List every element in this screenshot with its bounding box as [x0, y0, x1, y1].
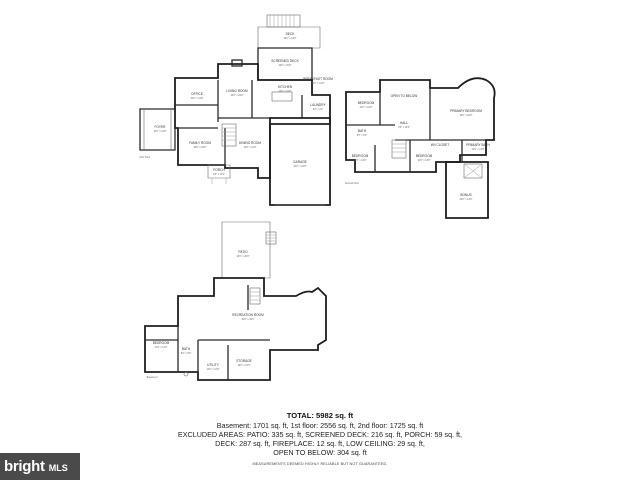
excluded-areas-1: EXCLUDED AREAS: PATIO: 335 sq. ft, SCREE…: [177, 430, 463, 439]
floor-plans: DECK 16'0" x 19'0" SCREENED DECK 16'0" x…: [139, 14, 496, 381]
logo-suffix: MLS: [48, 463, 68, 473]
logo-brand: bright: [4, 458, 45, 475]
svg-text:4'0" x 14'0": 4'0" x 14'0": [398, 126, 410, 129]
svg-text:12'0" x 13'0": 12'0" x 13'0": [417, 159, 430, 162]
patio-outline: [221, 221, 271, 279]
utility-label: UTILITY: [207, 363, 220, 367]
svg-text:6'0" x 10'0": 6'0" x 10'0": [213, 173, 225, 176]
basement-walls: [144, 277, 327, 381]
svg-text:16'0" x 19'0": 16'0" x 19'0": [283, 37, 296, 40]
patio-label: PATIO: [238, 250, 248, 254]
hall-label: HALL: [400, 121, 408, 125]
svg-text:14'0" x 14'0": 14'0" x 14'0": [243, 146, 256, 149]
dining-room-label: DINING ROOM: [239, 141, 261, 145]
svg-text:8'0" x 9'0": 8'0" x 9'0": [181, 352, 192, 355]
first-floor-stairs: [221, 123, 237, 147]
kitchen-label: KITCHEN: [278, 85, 293, 89]
garage-label: GARAGE: [293, 160, 307, 164]
primary-bath-label: PRIMARY BATH: [466, 143, 490, 147]
svg-text:11'0" x 12'0": 11'0" x 12'0": [155, 346, 168, 349]
first-floor-caption: First Floor: [140, 156, 151, 159]
open-to-below-label: OPEN TO BELOW: [391, 94, 418, 98]
basement-bath-label: BATH: [182, 347, 191, 351]
svg-text:32'0" x 36'0": 32'0" x 36'0": [241, 318, 254, 321]
breakfast-room-label: BREAKFAST ROOM: [303, 77, 333, 81]
svg-text:10'0" x 14'0": 10'0" x 14'0": [153, 130, 166, 133]
bonus-room-walls: [445, 161, 489, 219]
svg-text:12'0" x 14'0": 12'0" x 14'0": [459, 198, 472, 201]
bedroom-3-label: BEDROOM: [416, 154, 433, 158]
second-floor-plan: BEDROOM 12'0" x 13'0" OPEN TO BELOW PRIM…: [345, 77, 496, 219]
svg-text:12'0" x 12'0": 12'0" x 12'0": [353, 159, 366, 162]
bath-label: BATH: [358, 129, 367, 133]
closet-label: W/I CLOSET: [431, 143, 449, 147]
svg-text:16'0" x 20'0": 16'0" x 20'0": [459, 114, 472, 117]
bedroom-label: BEDROOM: [358, 101, 375, 105]
recreation-room-label: RECREATION ROOM: [232, 313, 264, 317]
living-room-label: LIVING ROOM: [226, 89, 248, 93]
primary-bedroom-label: PRIMARY BEDROOM: [450, 109, 482, 113]
svg-text:12'0" x 14'0": 12'0" x 14'0": [471, 148, 484, 151]
disclaimer: MEASUREMENTS DEEMED HIGHLY RELIABLE BUT …: [252, 462, 388, 466]
svg-text:14'0" x 16'0": 14'0" x 16'0": [278, 90, 291, 93]
basement-bedroom-label: BEDROOM: [153, 341, 170, 345]
svg-text:18'0" x 20'0": 18'0" x 20'0": [193, 146, 206, 149]
garage-walls: [269, 117, 331, 206]
bedroom-2-label: BEDROOM: [352, 154, 369, 158]
excluded-areas-2: DECK: 287 sq. ft, FIREPLACE: 12 sq. ft, …: [215, 439, 425, 448]
second-floor-stairs: [391, 139, 407, 159]
svg-text:8'0" x 9'0": 8'0" x 9'0": [313, 108, 324, 111]
basement-caption: Basement: [147, 376, 158, 379]
svg-text:12'0" x 13'0": 12'0" x 13'0": [359, 106, 372, 109]
svg-text:8'0" x 9'0": 8'0" x 9'0": [357, 134, 368, 137]
bonus-label: BONUS: [460, 193, 471, 197]
excluded-areas-3: OPEN TO BELOW: 304 sq. ft: [273, 448, 367, 457]
svg-text:10'0" x 12'0": 10'0" x 12'0": [190, 97, 203, 100]
floor-areas: Basement: 1701 sq. ft, 1st floor: 2556 s…: [216, 421, 424, 430]
deck-label: DECK: [286, 32, 296, 36]
second-floor-caption: Second Floor: [345, 182, 359, 185]
porch-label: PORCH: [213, 168, 225, 172]
foyer-label: FOYER: [155, 125, 167, 129]
deck-outline: [257, 26, 321, 49]
porch-outline: [207, 164, 231, 179]
bright-mls-logo: bright MLS: [0, 453, 80, 480]
svg-text:16'0" x 20'0": 16'0" x 20'0": [278, 64, 291, 67]
office-label: OFFICE: [191, 92, 203, 96]
svg-text:14'0" x 16'0": 14'0" x 16'0": [206, 368, 219, 371]
laundry-label: LAUNDRY: [310, 103, 326, 107]
storage-label: STORAGE: [236, 359, 252, 363]
svg-text:16'0" x 20'0": 16'0" x 20'0": [236, 255, 249, 258]
left-wing-walls: [139, 108, 176, 151]
screened-deck-label: SCREENED DECK: [271, 59, 299, 63]
total-area: TOTAL: 5982 sq. ft: [286, 411, 354, 420]
svg-text:16'0" x 22'0": 16'0" x 22'0": [230, 94, 243, 97]
svg-text:12'0" x 12'0": 12'0" x 12'0": [311, 82, 324, 85]
svg-text:22'0" x 24'0": 22'0" x 24'0": [293, 165, 306, 168]
first-floor-plan: DECK 16'0" x 19'0" SCREENED DECK 16'0" x…: [139, 14, 333, 206]
svg-text:16'0" x 16'0": 16'0" x 16'0": [237, 364, 250, 367]
deck-stairs: [266, 14, 301, 28]
basement-plan: PATIO 16'0" x 20'0" RECREATION ROOM 32'0…: [144, 221, 327, 381]
family-room-label: FAMILY ROOM: [189, 141, 211, 145]
